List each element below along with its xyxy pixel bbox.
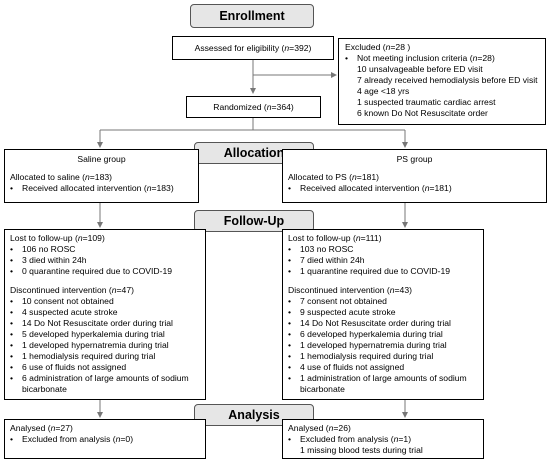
excluded-box: Excluded (n=28 ) Not meeting inclusion c… <box>338 38 546 125</box>
saline-analysed: Analysed (n=27) <box>10 423 73 433</box>
saline-excluded-analysis: Excluded from analysis (n=0) <box>10 434 200 445</box>
ps-disc-item: 1 hemodialysis required during trial <box>288 351 478 362</box>
excluded-item: 6 known Do Not Resuscitate order <box>357 108 488 118</box>
excluded-item: 7 already received hemodialysis before E… <box>357 75 538 85</box>
ps-received: Received allocated intervention (n=181) <box>288 183 541 194</box>
saline-lost-item: 0 quarantine required due to COVID-19 <box>10 266 200 277</box>
saline-allocation-box: Saline group Allocated to saline (n=183)… <box>4 149 199 203</box>
ps-excluded-analysis: Excluded from analysis (n=1) <box>288 434 478 445</box>
saline-disc-item: 6 use of fluids not assigned <box>10 362 200 373</box>
excluded-criteria: Not meeting inclusion criteria (n=28) <box>345 53 539 64</box>
saline-disc-item: 4 suspected acute stroke <box>10 307 200 318</box>
stage-enrollment: Enrollment <box>190 4 314 28</box>
ps-excluded-note: 1 missing blood tests during trial <box>300 445 423 455</box>
ps-disc-item: 9 suspected acute stroke <box>288 307 478 318</box>
ps-followup-box: Lost to follow-up (n=111) 103 no ROSC 7 … <box>282 229 484 400</box>
ps-allocation-box: PS group Allocated to PS (n=181) Receive… <box>282 149 547 203</box>
saline-allocated: Allocated to saline (n=183) <box>10 172 112 182</box>
ps-analysis-box: Analysed (n=26) Excluded from analysis (… <box>282 419 484 459</box>
excluded-item: 10 unsalvageable before ED visit <box>357 64 483 74</box>
ps-disc-item: 7 consent not obtained <box>288 296 478 307</box>
saline-lost: Lost to follow-up (n=109) <box>10 233 105 243</box>
saline-disc-item: 10 consent not obtained <box>10 296 200 307</box>
ps-disc-item: 4 use of fluids not assigned <box>288 362 478 373</box>
saline-lost-item: 106 no ROSC <box>10 244 200 255</box>
saline-disc-item: 1 hemodialysis required during trial <box>10 351 200 362</box>
stage-followup: Follow-Up <box>194 210 314 232</box>
ps-lost: Lost to follow-up (n=111) <box>288 233 382 243</box>
ps-lost-item: 1 quarantine required due to COVID-19 <box>288 266 478 277</box>
saline-disc-item: 14 Do Not Resuscitate order during trial <box>10 318 200 329</box>
saline-lost-item: 3 died within 24h <box>10 255 200 266</box>
saline-analysis-box: Analysed (n=27) Excluded from analysis (… <box>4 419 206 459</box>
ps-analysed: Analysed (n=26) <box>288 423 351 433</box>
saline-received: Received allocated intervention (n=183) <box>10 183 193 194</box>
saline-disc-item: 6 administration of large amounts of sod… <box>10 373 200 384</box>
saline-group-label: Saline group <box>77 154 126 164</box>
assessed-box: Assessed for eligibility (n=392) <box>172 36 334 60</box>
ps-group-label: PS group <box>396 154 433 164</box>
ps-disc-item: 1 developed hypernatremia during trial <box>288 340 478 351</box>
ps-lost-item: 103 no ROSC <box>288 244 478 255</box>
randomized-box: Randomized (n=364) <box>186 96 321 118</box>
ps-disc-item: 6 developed hyperkalemia during trial <box>288 329 478 340</box>
excluded-title: Excluded (n=28 ) <box>345 42 411 52</box>
ps-disc-item-cont: bicarbonate <box>300 384 345 394</box>
saline-discontinued: Discontinued intervention (n=47) <box>10 285 134 295</box>
saline-disc-item-cont: bicarbonate <box>22 384 67 394</box>
excluded-item: 4 age <18 yrs <box>357 86 410 96</box>
ps-disc-item: 14 Do Not Resuscitate order during trial <box>288 318 478 329</box>
ps-disc-item: 1 administration of large amounts of sod… <box>288 373 478 384</box>
ps-lost-item: 7 died within 24h <box>288 255 478 266</box>
saline-disc-item: 1 developed hypernatremia during trial <box>10 340 200 351</box>
ps-discontinued: Discontinued intervention (n=43) <box>288 285 412 295</box>
saline-disc-item: 5 developed hyperkalemia during trial <box>10 329 200 340</box>
saline-followup-box: Lost to follow-up (n=109) 106 no ROSC 3 … <box>4 229 206 400</box>
excluded-item: 1 suspected traumatic cardiac arrest <box>357 97 496 107</box>
ps-allocated: Allocated to PS (n=181) <box>288 172 380 182</box>
